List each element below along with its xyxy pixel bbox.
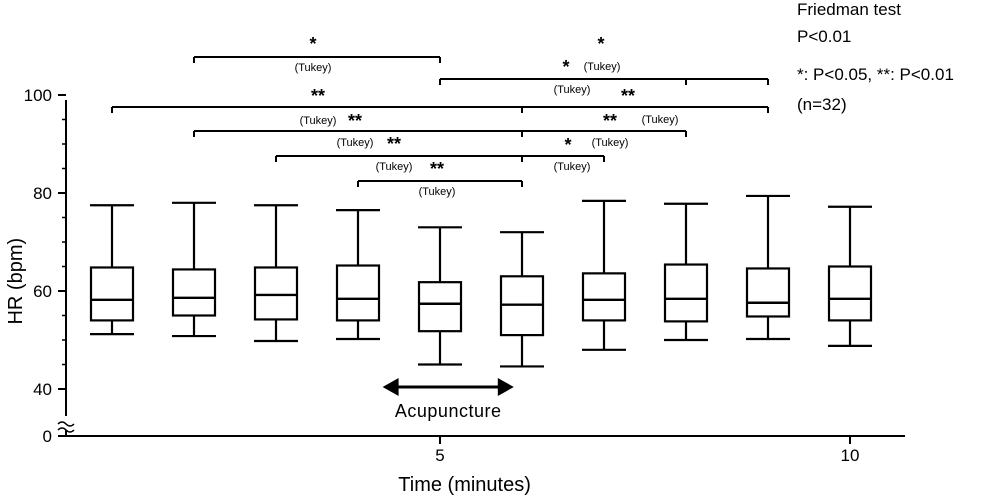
y-tick-label: 100 bbox=[24, 86, 52, 105]
significance-stars: ** bbox=[603, 111, 617, 131]
y-tick-label: 0 bbox=[43, 427, 52, 446]
significance-stars: * bbox=[309, 34, 316, 54]
y-tick-label: 60 bbox=[33, 282, 52, 301]
box-iqr bbox=[827, 265, 873, 322]
box-iqr bbox=[335, 264, 381, 322]
x-tick-label: 5 bbox=[435, 446, 444, 465]
intervention-label: Acupuncture bbox=[395, 401, 502, 421]
stat-p-value: P<0.01 bbox=[797, 27, 851, 46]
box-iqr bbox=[253, 266, 299, 321]
comparison-note: (Tukey) bbox=[642, 114, 679, 126]
significance-stars: ** bbox=[311, 86, 325, 106]
box-iqr bbox=[663, 263, 709, 323]
significance-stars: * bbox=[564, 135, 571, 155]
comparison-note: (Tukey) bbox=[419, 186, 456, 198]
stat-test-name: Friedman test bbox=[797, 0, 901, 19]
significance-stars: ** bbox=[348, 111, 362, 131]
comparison-note: (Tukey) bbox=[295, 62, 332, 74]
y-tick-label: 40 bbox=[33, 380, 52, 399]
significance-stars: ** bbox=[387, 134, 401, 154]
box-iqr bbox=[89, 266, 135, 322]
intervention-arrow-head-right bbox=[497, 378, 514, 396]
axis-break-mark bbox=[57, 421, 75, 427]
x-tick-label: 10 bbox=[841, 446, 860, 465]
comparison-note: (Tukey) bbox=[337, 137, 374, 149]
intervention-arrow-head-left bbox=[382, 378, 399, 396]
significance-stars: * bbox=[597, 34, 604, 54]
comparison-note: (Tukey) bbox=[584, 61, 621, 73]
x-axis-title: Time (minutes) bbox=[398, 474, 531, 496]
axis-break-mark bbox=[57, 427, 75, 433]
significance-stars: ** bbox=[430, 159, 444, 179]
box-iqr bbox=[745, 267, 791, 318]
box-iqr bbox=[581, 272, 627, 322]
box-iqr bbox=[171, 268, 217, 317]
stat-sample-size: (n=32) bbox=[797, 95, 847, 114]
comparison-note: (Tukey) bbox=[376, 161, 413, 173]
comparison-note: (Tukey) bbox=[554, 161, 591, 173]
box-iqr bbox=[417, 281, 463, 333]
y-tick-label: 80 bbox=[33, 184, 52, 203]
significance-stars: * bbox=[562, 57, 569, 77]
comparison-note: (Tukey) bbox=[554, 84, 591, 96]
significance-stars: ** bbox=[621, 86, 635, 106]
stat-significance-key: *: P<0.05, **: P<0.01 bbox=[797, 65, 954, 84]
comparison-note: (Tukey) bbox=[592, 137, 629, 149]
comparison-note: (Tukey) bbox=[300, 115, 337, 127]
y-axis-title: HR (bpm) bbox=[5, 238, 27, 325]
